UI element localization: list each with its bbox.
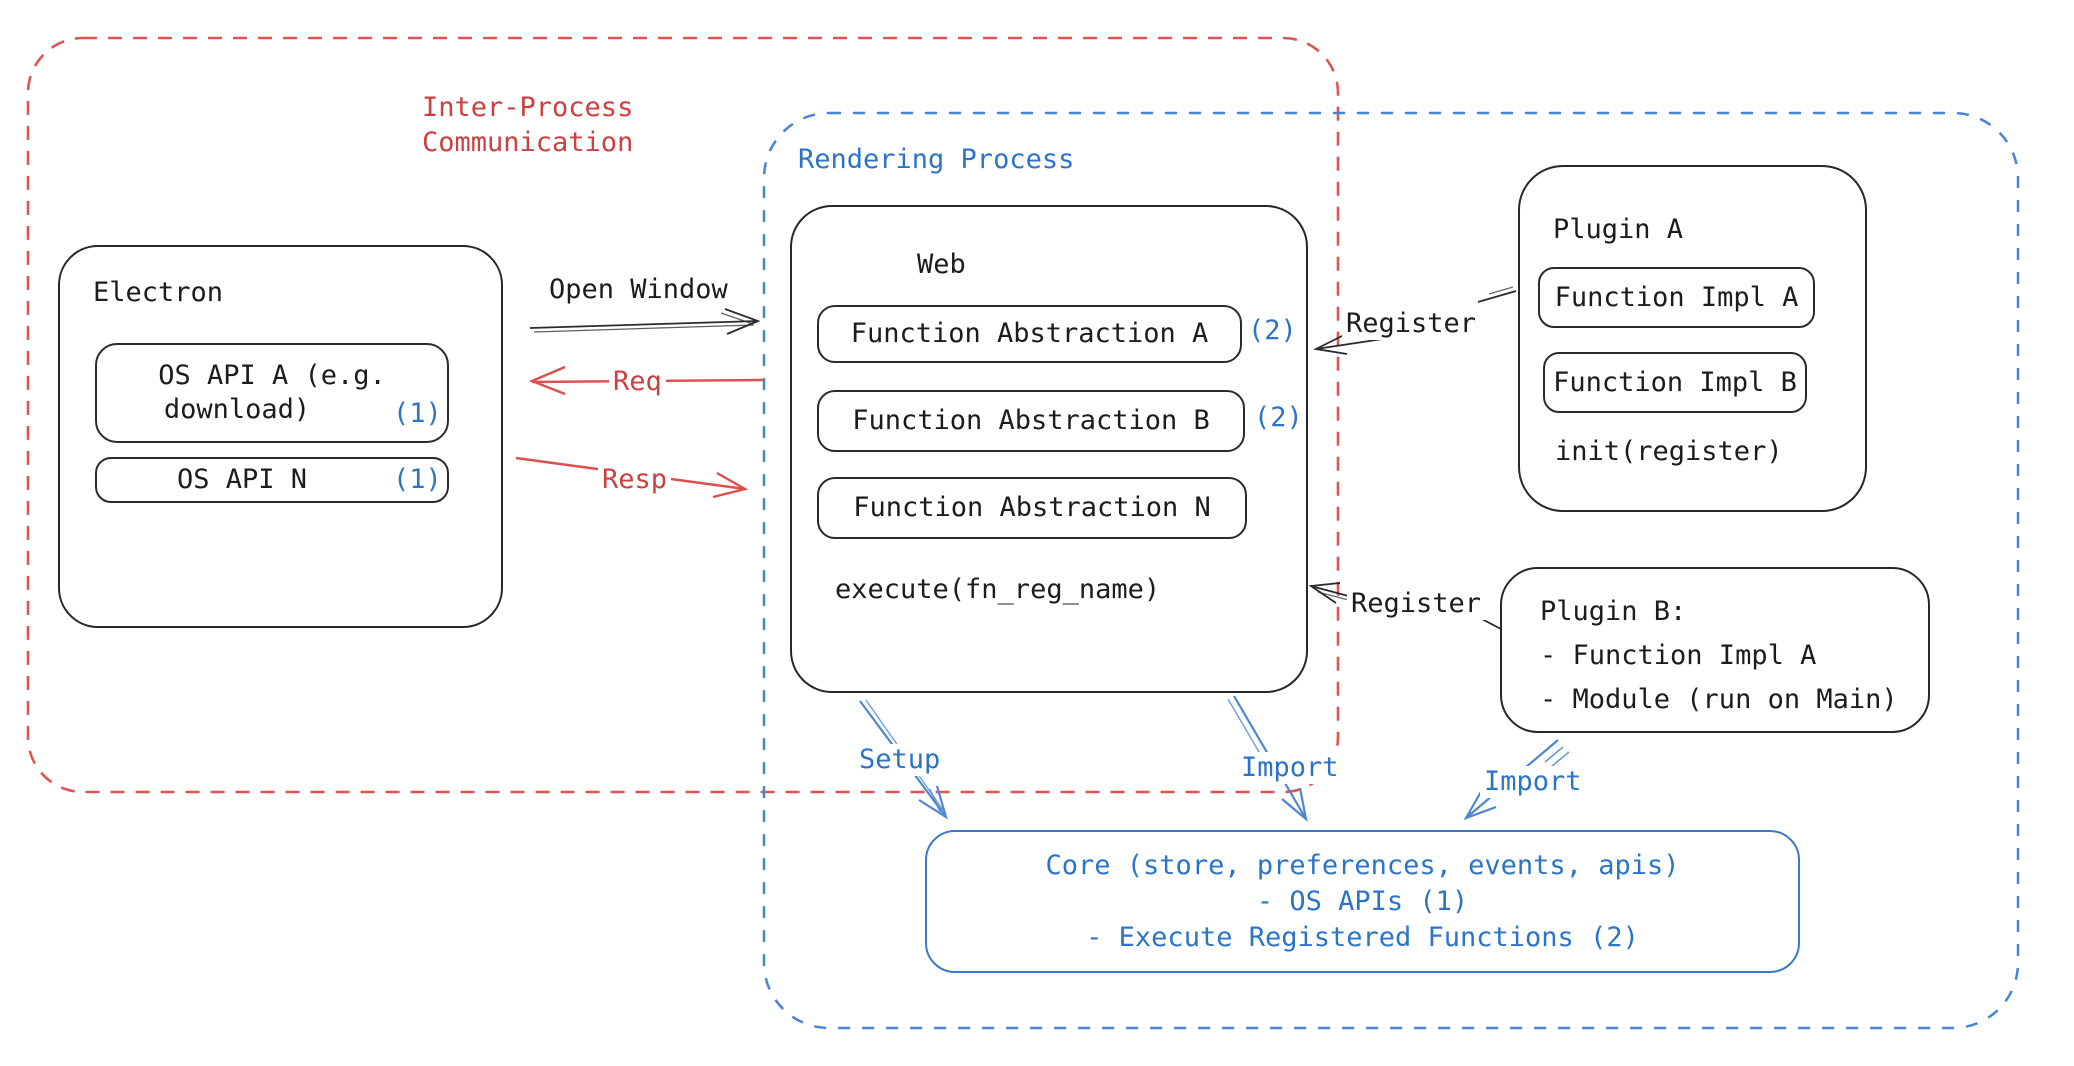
function-impl-b-label: Function Impl B xyxy=(1553,366,1797,398)
resp-label: Resp xyxy=(598,464,672,496)
ipc-label: Inter-Process Communication xyxy=(422,90,633,160)
function-impl-b-box: Function Impl B xyxy=(1543,352,1807,413)
plugin-b-line-1: Plugin B: xyxy=(1540,596,1687,627)
function-impl-a-label: Function Impl A xyxy=(1554,281,1799,313)
os-api-a-badge: (1) xyxy=(393,398,442,429)
function-abstraction-b-label: Function Abstraction B xyxy=(852,405,1210,436)
execute-label: execute(fn_reg_name) xyxy=(835,574,1161,605)
os-api-n-label: OS API N xyxy=(176,464,308,495)
import-web-label: Import xyxy=(1237,752,1343,784)
function-abstraction-b-badge: (2) xyxy=(1254,402,1303,433)
ipc-label-line2: Communication xyxy=(422,127,634,158)
register-bottom-label: Register xyxy=(1347,588,1486,620)
plugin-b-line-3: - Module (run on Main) xyxy=(1540,684,1898,715)
open-window-label: Open Window xyxy=(545,274,732,306)
os-api-a-label-line1: OS API A (e.g. xyxy=(158,360,386,391)
function-impl-a-box: Function Impl A xyxy=(1538,267,1815,328)
open-window-arrow xyxy=(529,308,761,335)
os-api-a-label-line2: download) xyxy=(163,394,311,425)
req-label: Req xyxy=(609,366,666,398)
plugin-b-line-2: - Function Impl A xyxy=(1540,640,1817,671)
web-title: Web xyxy=(917,249,966,280)
init-register-label: init(register) xyxy=(1555,436,1783,467)
plugin-a-title: Plugin A xyxy=(1553,214,1684,245)
setup-label: Setup xyxy=(855,744,945,776)
plugin-b-text: Plugin B: - Function Impl A - Module (ru… xyxy=(1540,590,1898,722)
function-abstraction-n-label: Function Abstraction N xyxy=(853,492,1211,523)
core-line-2: - OS APIs (1) xyxy=(1256,885,1469,917)
register-top-label: Register xyxy=(1342,308,1481,340)
function-abstraction-a-box: Function Abstraction A xyxy=(817,305,1242,363)
function-abstraction-b-box: Function Abstraction B xyxy=(817,390,1245,452)
function-abstraction-a-badge: (2) xyxy=(1248,315,1297,346)
core-box: Core (store, preferences, events, apis) … xyxy=(925,830,1800,973)
os-api-n-badge: (1) xyxy=(393,464,442,495)
core-line-1: Core (store, preferences, events, apis) xyxy=(1045,849,1680,881)
function-abstraction-a-label: Function Abstraction A xyxy=(850,318,1209,349)
rendering-label: Rendering Process xyxy=(798,144,1075,175)
ipc-label-line1: Inter-Process xyxy=(422,92,634,123)
function-abstraction-n-box: Function Abstraction N xyxy=(817,477,1247,539)
electron-title: Electron xyxy=(93,277,224,308)
import-plugin-label: Import xyxy=(1480,766,1586,798)
core-line-3: - Execute Registered Functions (2) xyxy=(1086,921,1639,953)
